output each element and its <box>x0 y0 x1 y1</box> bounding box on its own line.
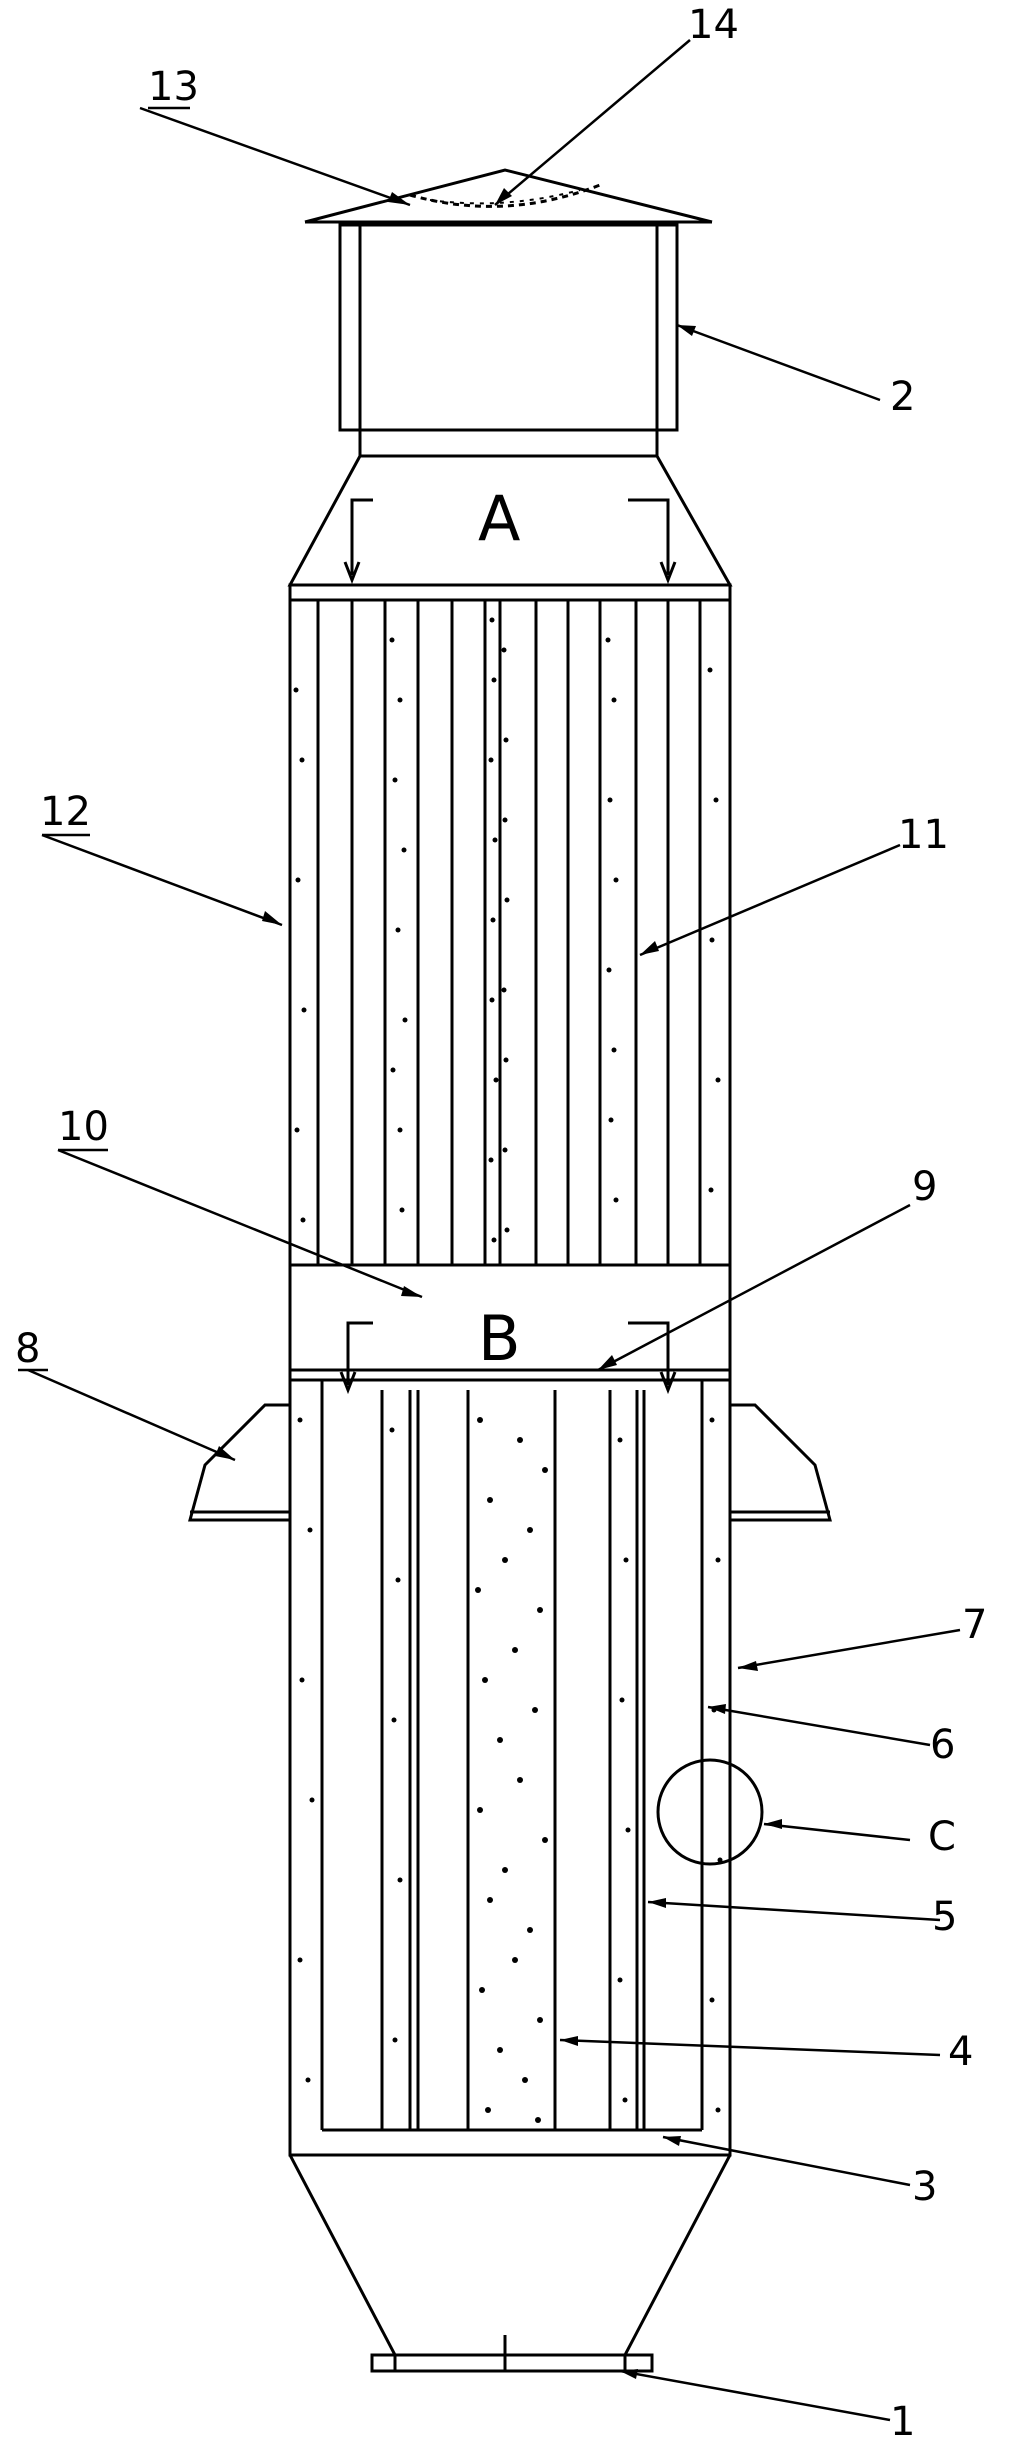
label-13: 13 <box>148 64 199 110</box>
label-1: 1 <box>890 2399 915 2445</box>
detail-circle-c <box>656 1758 764 1866</box>
outlet-pipe <box>338 223 679 458</box>
lower-tube-bundle <box>288 1368 732 2157</box>
support-lugs <box>188 1403 832 1522</box>
label-c: C <box>928 1814 956 1860</box>
label-2: 2 <box>890 374 915 420</box>
section-b-label: B <box>478 1302 521 1375</box>
label-3: 3 <box>912 2164 937 2210</box>
section-a-label: A <box>478 482 520 555</box>
label-4: 4 <box>948 2029 973 2075</box>
label-9: 9 <box>912 1164 937 1210</box>
label-8: 8 <box>15 1326 40 1372</box>
part-labels: 13 14 2 12 11 10 9 8 7 6 C 5 4 3 1 <box>15 2 987 2445</box>
rain-cap <box>304 168 713 224</box>
section-b-marker <box>339 1321 677 1395</box>
lower-center-packing <box>475 1417 548 2123</box>
label-6: 6 <box>930 1722 955 1768</box>
leader-lines <box>18 39 961 2422</box>
label-5: 5 <box>932 1894 957 1940</box>
upper-packing <box>293 617 721 1243</box>
upper-tube-bundle <box>288 583 732 1267</box>
label-7: 7 <box>962 1602 987 1648</box>
leader-arrowheads <box>215 188 782 2379</box>
label-14: 14 <box>688 2 739 48</box>
label-11: 11 <box>898 812 949 858</box>
lower-side-packing <box>297 1417 723 2113</box>
label-10: 10 <box>58 1104 109 1150</box>
label-12: 12 <box>40 789 91 835</box>
bottom-cone <box>288 2154 732 2373</box>
section-a-marker <box>343 498 677 585</box>
